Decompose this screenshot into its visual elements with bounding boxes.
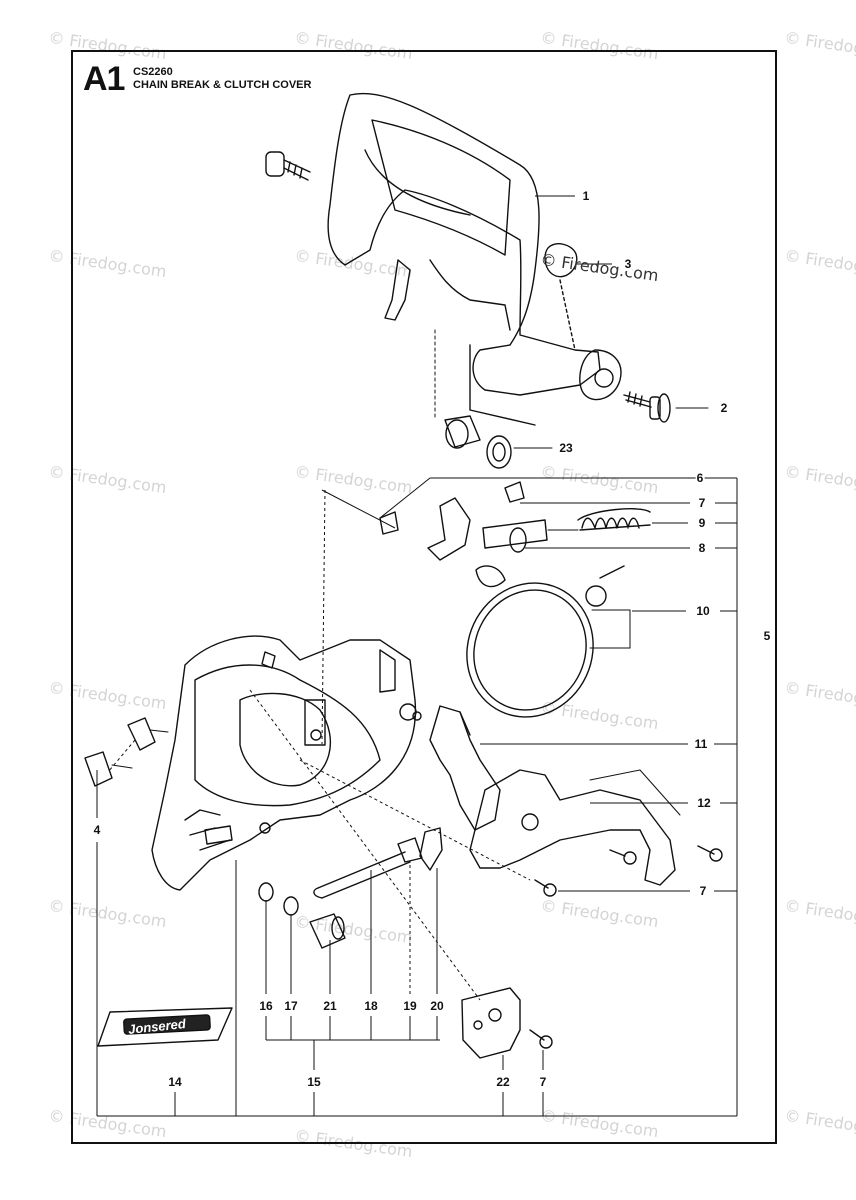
callout-22: 22 [495, 1075, 511, 1089]
diagram-frame [71, 50, 777, 1144]
callout-1: 1 [581, 189, 591, 203]
callout-6: 6 [695, 471, 705, 485]
cover-bolt-part [265, 151, 311, 181]
cover-plate-part-22 [461, 987, 553, 1059]
guard-part-12 [469, 769, 681, 886]
callout-19: 19 [402, 999, 418, 1013]
leader-lines [96, 195, 738, 1117]
lever-part-11 [429, 705, 501, 831]
callout-17: 17 [283, 999, 299, 1013]
callout-7: 7 [697, 496, 707, 510]
callout-8: 8 [697, 541, 707, 555]
callout-21: 21 [322, 999, 338, 1013]
brake-spring-assembly [379, 481, 651, 607]
diagram-title: CHAIN BREAK & CLUTCH COVER [133, 79, 312, 91]
callout-12: 12 [696, 796, 712, 810]
model-number: CS2260 [133, 66, 173, 78]
main-housing-part [151, 635, 422, 891]
cap-part-4 [84, 717, 169, 787]
logo-decal-part-14 [97, 1007, 233, 1047]
sheet-id: A1 [83, 60, 125, 98]
spacer-part-23 [434, 329, 553, 469]
brake-band-part-10 [466, 582, 631, 718]
small-hardware-parts [258, 827, 443, 949]
callout-10: 10 [695, 604, 711, 618]
guard-bolts [534, 845, 723, 897]
callout-16: 16 [258, 999, 274, 1013]
callout-3: 3 [623, 257, 633, 271]
callout-14: 14 [167, 1075, 183, 1089]
clutch-cover-part [327, 92, 622, 426]
callout-20: 20 [429, 999, 445, 1013]
callout-4: 4 [92, 823, 102, 837]
callout-11: 11 [693, 737, 709, 751]
callout-18: 18 [363, 999, 379, 1013]
nut-part-3 [544, 243, 578, 351]
callout-15: 15 [306, 1075, 322, 1089]
bolt-part-2 [623, 391, 709, 423]
callout-7: 7 [538, 1075, 548, 1089]
callout-5: 5 [762, 629, 772, 643]
callout-2: 2 [719, 401, 729, 415]
callout-23: 23 [558, 441, 574, 455]
callout-7: 7 [698, 884, 708, 898]
callout-9: 9 [697, 516, 707, 530]
